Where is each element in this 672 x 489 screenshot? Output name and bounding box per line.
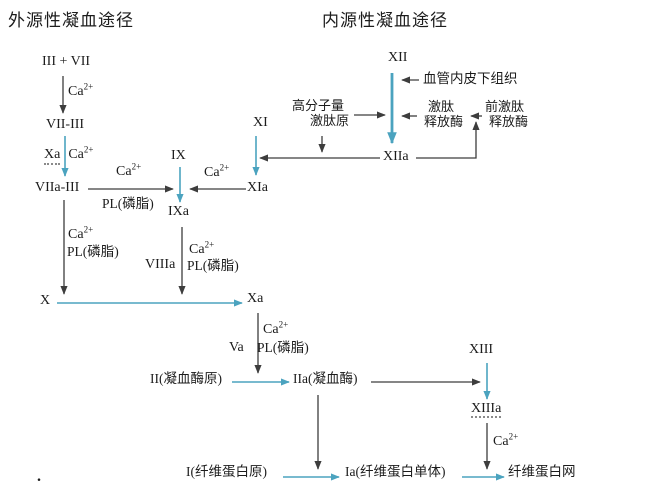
node-subendothelial-tissue: 血管内皮下组织 bbox=[423, 71, 518, 86]
stray-period-mark: . bbox=[37, 468, 41, 485]
node-fibrin-monomer: Ia(纤维蛋白单体) bbox=[345, 464, 446, 479]
cofactor-ca-2: Ca2+ bbox=[68, 144, 94, 162]
cofactor-ca-5: Ca2+ bbox=[68, 224, 94, 242]
node-factor-xii: XII bbox=[388, 50, 408, 65]
cofactor-va: Va bbox=[229, 340, 244, 355]
node-thrombin: IIa(凝血酶) bbox=[293, 371, 358, 386]
cofactor-xa: Xa bbox=[44, 147, 61, 166]
node-factor-xiiia: XIIIa bbox=[471, 401, 502, 418]
node-factor-xiii: XIII bbox=[469, 342, 494, 357]
cofactor-ca-1: Ca2+ bbox=[68, 81, 94, 99]
node-fibrinogen: I(纤维蛋白原) bbox=[186, 464, 267, 479]
cofactor-xa-ca: Xa Ca2+ bbox=[44, 144, 94, 166]
node-prothrombin: II(凝血酶原) bbox=[150, 371, 222, 386]
cofactor-ca-3: Ca2+ bbox=[116, 161, 142, 179]
node-factor-xa: Xa bbox=[247, 291, 264, 306]
node-factor-ixa: IXa bbox=[168, 204, 189, 219]
node-factor-vii-iii: VII-III bbox=[46, 117, 85, 132]
cofactor-pl-3: PL(磷脂) bbox=[187, 258, 239, 273]
arrow-xiia-to-prekallikrein bbox=[416, 121, 480, 159]
cofactor-ca-6: Ca2+ bbox=[189, 239, 215, 257]
title-intrinsic-pathway: 内源性凝血途径 bbox=[322, 11, 448, 30]
cofactor-pl-1: PL(磷脂) bbox=[102, 196, 154, 211]
node-factor-xi: XI bbox=[253, 115, 268, 130]
cofactor-pl-4: PL(磷脂) bbox=[257, 340, 309, 355]
node-factor-x: X bbox=[40, 293, 51, 308]
cofactor-ca-8: Ca2+ bbox=[493, 431, 519, 449]
cofactor-ca-4: Ca2+ bbox=[204, 162, 230, 180]
node-prekallikrein: 前激肽 释放酶 bbox=[485, 99, 529, 129]
title-extrinsic-pathway: 外源性凝血途径 bbox=[8, 11, 134, 30]
node-factor-ix: IX bbox=[171, 148, 186, 163]
node-fibrin-net: 纤维蛋白网 bbox=[508, 464, 576, 479]
cofactor-viiia: VIIIa bbox=[145, 257, 176, 272]
node-kallikrein: 激肽 释放酶 bbox=[424, 99, 464, 129]
node-factor-iii-plus-vii: III + VII bbox=[42, 54, 91, 69]
node-factor-xiia: XIIa bbox=[383, 149, 409, 164]
cofactor-ca-7: Ca2+ bbox=[263, 319, 289, 337]
node-factor-xia: XIa bbox=[247, 180, 268, 195]
node-hmw-kininogen: 高分子量 激肽原 bbox=[292, 98, 350, 128]
cofactor-pl-2: PL(磷脂) bbox=[67, 244, 119, 259]
node-factor-viia-iii: VIIa-III bbox=[35, 180, 80, 195]
